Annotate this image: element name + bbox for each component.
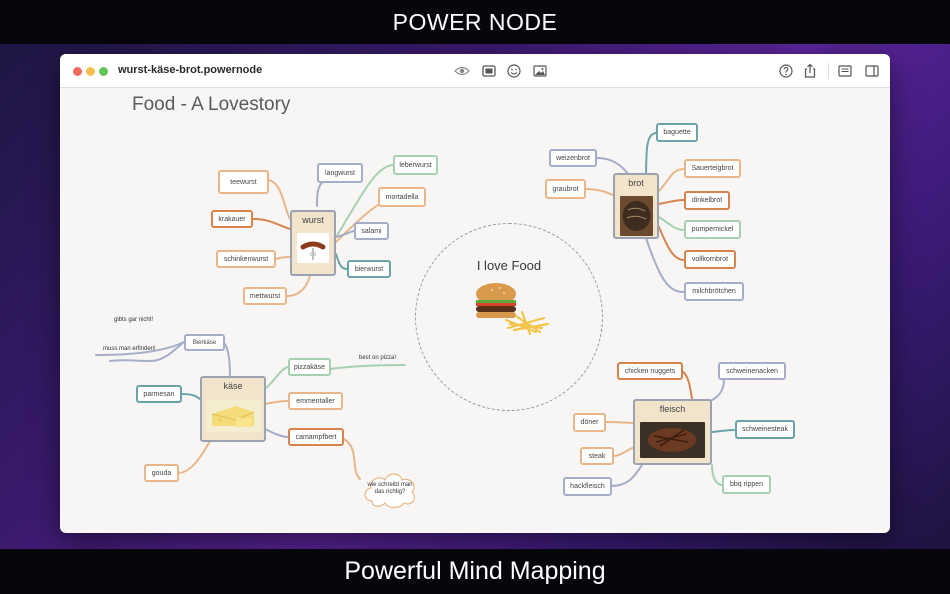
node-parmesan[interactable]: parmesan [136, 385, 182, 403]
sidebar-icon[interactable] [864, 63, 880, 79]
node-bierkaese[interactable]: Bierkäse [184, 334, 225, 351]
hub-node-wurst[interactable]: wurst [290, 210, 336, 276]
share-icon[interactable] [802, 63, 818, 79]
node-steak[interactable]: steak [580, 447, 614, 465]
document-title: wurst-käse-brot.powernode [118, 64, 263, 76]
node-pumpernickel[interactable]: pumpernickel [684, 220, 741, 239]
node-hackfleisch[interactable]: hackfleisch [563, 477, 612, 496]
node-teewurst[interactable]: teewurst [218, 170, 269, 194]
node-emmentaller[interactable]: emmentaller [288, 392, 343, 410]
node-schweinenacken[interactable]: schweinenacken [718, 362, 786, 380]
node-krakauer[interactable]: krakauer [211, 210, 253, 228]
node-pizzakaese[interactable]: pizzakäse [288, 358, 331, 376]
node-doener[interactable]: döner [573, 413, 606, 432]
help-icon[interactable] [778, 63, 794, 79]
node-schweinesteak[interactable]: schweinesteak [735, 420, 795, 439]
close-button[interactable] [73, 67, 82, 76]
hub-node-fleisch[interactable]: fleisch [633, 399, 712, 465]
node-weizenbrot[interactable]: weizenbrot [549, 149, 597, 167]
burger-fries-image [464, 280, 554, 336]
node-langwurst[interactable]: langwurst [317, 163, 363, 183]
node-chicken-nuggets[interactable]: chicken nuggets [617, 362, 683, 380]
sausage-image [297, 233, 329, 263]
cloud-note[interactable]: wie schreibt man das richtig? [360, 467, 420, 511]
hub-node-kaese[interactable]: käse [200, 376, 266, 442]
node-graubrot[interactable]: graubrot [545, 179, 586, 199]
note-best-on-pizza[interactable]: best on pizza! [359, 355, 397, 361]
map-title[interactable]: Food - A Lovestory [132, 94, 291, 115]
node-vollkornbrot[interactable]: vollkornbrot [684, 250, 736, 269]
node-leberwurst[interactable]: leberwurst [393, 155, 438, 175]
zoom-button[interactable] [99, 67, 108, 76]
bottom-banner: Powerful Mind Mapping [0, 549, 950, 594]
cloud-line-1: wie schreibt man [367, 482, 413, 488]
hub-label-kaese: käse [223, 381, 243, 391]
node-mortadella[interactable]: mortadella [378, 187, 426, 207]
emoji-icon[interactable] [506, 63, 522, 79]
hub-node-brot[interactable]: brot [613, 173, 659, 239]
minimize-button[interactable] [86, 67, 95, 76]
node-bbq-rippen[interactable]: bbq rippen [722, 475, 771, 494]
top-banner: POWER NODE [0, 0, 950, 44]
cheese-image [206, 400, 261, 432]
app-window: wurst-käse-brot.powernode [60, 54, 890, 533]
node-baguette[interactable]: baguette [656, 123, 698, 142]
node-sauerteigbrot[interactable]: Sauerteigbrot [684, 159, 741, 178]
toolbar-separator [828, 63, 829, 79]
central-node[interactable]: I love Food [415, 223, 603, 411]
node-gouda[interactable]: gouda [144, 464, 179, 482]
outline-icon[interactable] [837, 63, 853, 79]
eye-icon[interactable] [454, 63, 470, 79]
mind-map-canvas[interactable]: Food - A Lovestory wurst teewurst langwu… [60, 89, 890, 533]
node-bierwurst[interactable]: bierwurst [347, 260, 391, 278]
node-salami[interactable]: salami [354, 222, 389, 240]
node-camampfbert[interactable]: camampfbert [288, 428, 344, 446]
bread-image [620, 196, 653, 236]
hub-label-wurst: wurst [302, 215, 324, 225]
cloud-line-2: das richtig? [374, 489, 406, 495]
presentation-icon[interactable] [481, 63, 497, 79]
steak-image [640, 422, 705, 458]
hub-label-brot: brot [628, 178, 644, 188]
node-milchbroetchen[interactable]: milchbrötchen [684, 282, 744, 301]
title-bar: wurst-käse-brot.powernode [60, 54, 890, 88]
note-gibts-gar-nicht[interactable]: gibts gar nicht! [114, 317, 154, 323]
node-mettwurst[interactable]: mettwurst [243, 287, 287, 305]
note-muss-man-erfinden[interactable]: muss man erfinden! [103, 346, 156, 352]
central-node-label: I love Food [476, 258, 542, 273]
node-dinkelbrot[interactable]: dinkelbrot [684, 191, 730, 210]
node-schinkenwurst[interactable]: schinkenwurst [216, 250, 276, 268]
cloud-note-text: wie schreibt man das richtig? [360, 482, 420, 496]
hub-label-fleisch: fleisch [659, 404, 686, 414]
image-icon[interactable] [532, 63, 548, 79]
